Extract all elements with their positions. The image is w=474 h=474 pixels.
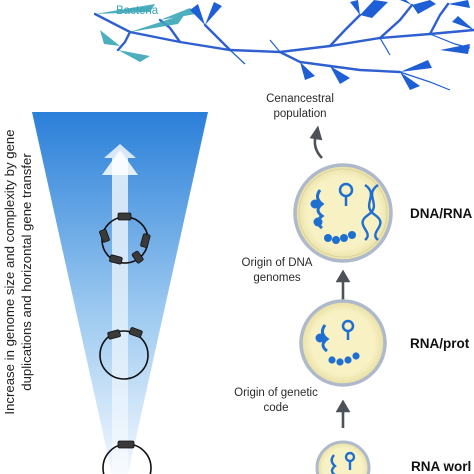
stage-label-dna-rna: DNA/RNA: [410, 206, 473, 221]
progression-arrows: [309, 125, 351, 428]
genetic-code-line1: Origin of genetic: [234, 387, 318, 399]
cenancestral-line1: Cenancestral: [266, 93, 334, 105]
protein-chain-icon: [328, 352, 360, 366]
genetic-code-label: Origin of genetic code: [226, 386, 326, 415]
genome-circle-small: [102, 440, 152, 474]
upward-arrow-head: [102, 150, 138, 175]
dna-helix-icon: [361, 184, 382, 241]
archaea-eukarya-clades: [190, 0, 474, 90]
cell-rna-world: [315, 440, 371, 474]
genome-growth-cone: [32, 112, 208, 474]
dna-origin-line2: genomes: [253, 271, 301, 284]
phylogenetic-tree: Bacteria: [93, 0, 474, 91]
ribozyme-icon: [330, 451, 356, 474]
bacteria-clade: [95, 4, 196, 62]
cell-rna-protein: [299, 299, 387, 387]
genome-circle-medium: [99, 327, 149, 380]
tree-twigs: [229, 33, 471, 91]
side-caption-line1: Increase in genome size and complexity b…: [2, 129, 17, 415]
ribosome-icon: [310, 189, 325, 230]
genetic-code-line2: code: [263, 401, 289, 414]
side-caption: Increase in genome size and complexity b…: [1, 72, 35, 472]
trna-icon: [341, 319, 355, 340]
dna-origin-line1: Origin of DNA: [241, 257, 313, 269]
protein-chain-icon: [324, 231, 356, 244]
side-caption-line2: duplications and horizontal gene transfe…: [19, 153, 34, 391]
ribosome-icon: [315, 324, 330, 353]
trna-icon: [338, 182, 354, 206]
dna-origin-label: Origin of DNA genomes: [225, 256, 329, 285]
stage-label-rna-protein: RNA/prot: [410, 336, 470, 351]
cenancestral-line2: population: [273, 107, 327, 120]
stage-label-rna-world: RNA worl: [411, 459, 472, 474]
bacteria-label: Bacteria: [116, 5, 159, 17]
cell-dna-rna: [293, 163, 393, 263]
genome-circle-large: [99, 212, 151, 265]
cenancestral-label: Cenancestral population: [250, 92, 350, 121]
